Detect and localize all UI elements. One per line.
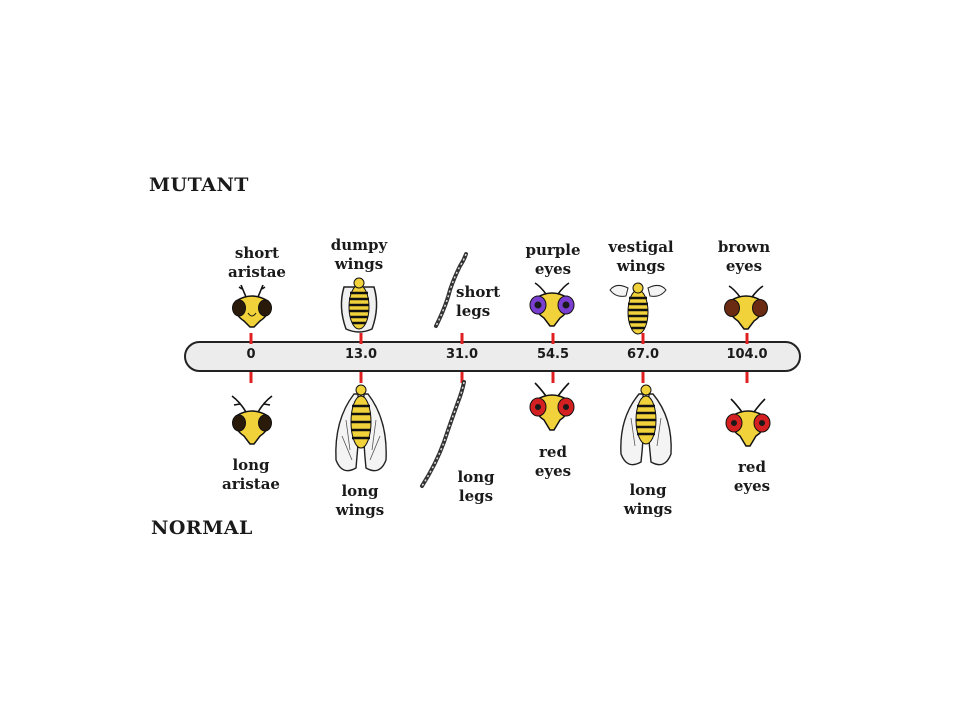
tick-top [745,333,749,344]
locus-position: 67.0 [626,347,660,362]
fly-head-icon [724,285,768,330]
fly-wing-icon [335,384,387,472]
tick-top [359,333,363,344]
label-normal-red-eyes: red eyes [534,443,572,480]
label-normal-red-eyes-2: red eyes [733,458,771,495]
label-mutant-vestigal-wings: vestigal wings [608,238,674,275]
tick-top [641,333,645,344]
locus-position: 54.5 [536,347,570,362]
fly-head-icon [231,395,273,445]
label-mutant-aristae: short aristae [228,244,286,281]
label-mutant-dumpy-wings: dumpy wings [330,236,388,273]
chromosome-bar [184,341,801,372]
label-normal-aristae: long aristae [222,456,280,493]
label-normal-long-wings: long wings [335,482,385,519]
tick-top [460,333,464,344]
fly-head-icon [725,398,771,447]
tick-top [249,333,253,344]
fly-body-icon [340,277,378,333]
locus-position: 104.0 [726,347,768,362]
fly-head-icon [529,382,575,431]
fly-head-icon [232,284,272,328]
tick-bottom [551,372,555,383]
fly-head-icon [529,282,575,327]
fly-leg-icon [420,380,466,488]
fly-wing-icon [620,384,672,466]
tick-bottom [745,372,749,383]
label-normal-long-wings-2: long wings [623,481,673,518]
label-normal-long-legs: long legs [457,468,495,505]
fly-body-icon [609,282,667,335]
locus-position: 13.0 [344,347,378,362]
label-mutant-brown-eyes: brown eyes [717,238,771,275]
locus-position: 31.0 [445,347,479,362]
tick-top [551,333,555,344]
normal-heading: NORMAL [151,517,253,539]
label-mutant-short-legs: short legs [456,283,501,320]
tick-bottom [249,372,253,383]
fly-leg-icon [434,252,468,328]
locus-position: 0 [246,347,256,362]
tick-bottom [641,372,645,383]
mutant-heading: MUTANT [149,174,249,196]
tick-bottom [359,372,363,383]
label-mutant-purple-eyes: purple eyes [525,241,581,278]
tick-bottom [460,372,464,383]
